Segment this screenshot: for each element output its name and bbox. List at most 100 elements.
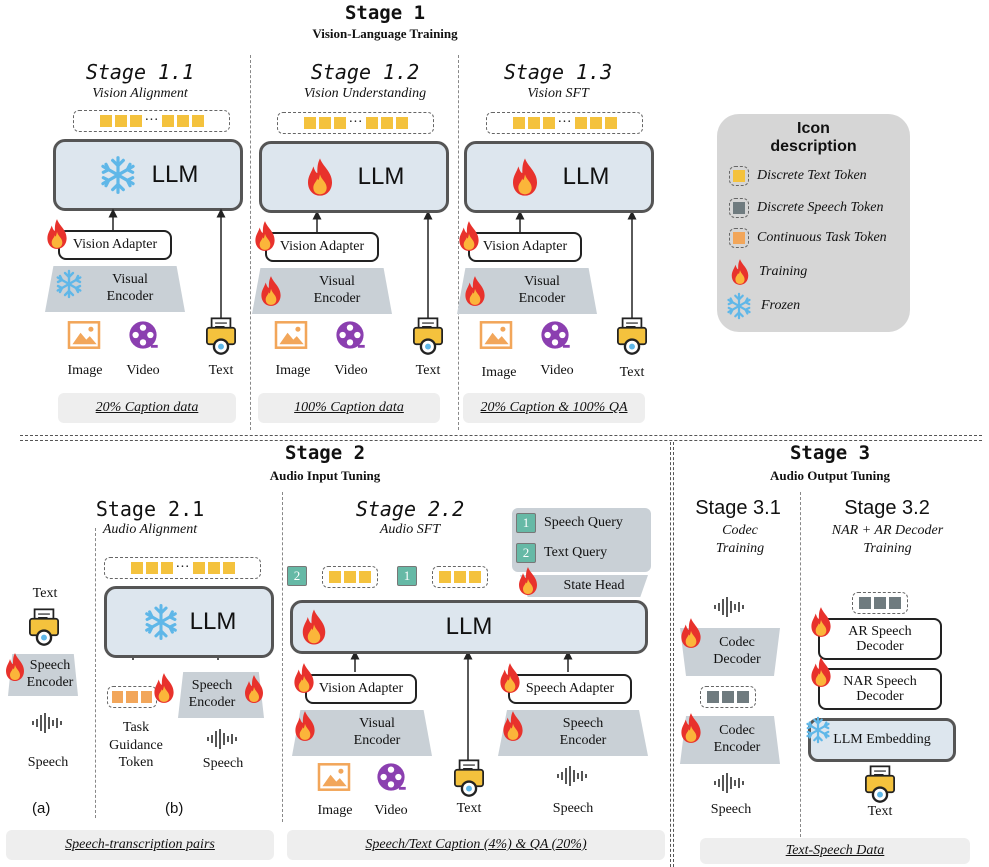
stage1-title: Stage 1 <box>344 2 426 24</box>
speech-wave-icon <box>555 765 591 787</box>
stage3-subtitle: Audio Output Tuning <box>770 468 890 483</box>
flame-icon <box>299 608 329 646</box>
llm-block: LLM <box>259 141 449 213</box>
image-label: Image <box>275 363 311 378</box>
llm-label: LLM <box>151 161 199 188</box>
stage31-title: Stage 3.1 <box>695 497 781 519</box>
query-2-badge: 2 <box>287 566 307 586</box>
llm-block: LLM <box>464 141 654 213</box>
flame-icon <box>258 275 284 307</box>
stage11-desc: Vision Alignment <box>92 86 188 101</box>
divider <box>670 442 674 867</box>
legend-title: Icon description <box>770 120 857 156</box>
video-label: Video <box>334 363 368 378</box>
flame-icon <box>3 652 27 682</box>
stage13-desc: Vision SFT <box>527 86 589 101</box>
divider <box>95 528 96 818</box>
image-icon <box>316 762 352 792</box>
flame-icon <box>291 662 317 694</box>
stage1-subtitle: Vision-Language Training <box>312 26 458 41</box>
text-icon <box>451 758 487 798</box>
video-icon <box>333 318 367 352</box>
icon-legend: Icon description Discrete Text Token Dis… <box>717 114 910 332</box>
divider <box>458 55 459 430</box>
flame-icon <box>497 662 523 694</box>
image-icon <box>66 320 102 350</box>
text-icon <box>614 316 650 356</box>
image-label: Image <box>317 803 353 818</box>
stage2-subtitle: Audio Input Tuning <box>269 468 381 483</box>
legend-frozen: Frozen <box>725 292 800 320</box>
stage2-title: Stage 2 <box>284 442 366 464</box>
legend-text-token: Discrete Text Token <box>729 166 867 186</box>
llm-block: LLM <box>104 586 274 658</box>
stage32-title: Stage 3.2 <box>844 497 930 519</box>
text-label: Text <box>456 801 482 816</box>
llm-label: LLM <box>357 163 405 190</box>
stage13-data: 20% Caption & 100% QA <box>463 393 645 423</box>
flame-icon <box>808 656 834 688</box>
video-label: Video <box>374 803 408 818</box>
task-token-row <box>107 686 157 708</box>
stage11-data: 20% Caption data <box>58 393 236 423</box>
divider <box>282 492 283 822</box>
codec-decoder: Codec Decoder <box>680 628 780 676</box>
speech-label: Speech <box>552 801 594 816</box>
flame-icon <box>516 566 540 596</box>
legend-task-token: Continuous Task Token <box>729 228 887 248</box>
text-label: Text <box>32 586 58 601</box>
divider <box>800 492 801 837</box>
image-label: Image <box>481 365 517 380</box>
stage32-data: Text-Speech Data <box>700 838 970 864</box>
speech-token-row <box>852 592 908 614</box>
snowflake-icon <box>54 269 84 299</box>
speech-wave-icon <box>712 772 748 794</box>
ellipsis: ··· <box>175 560 190 575</box>
text-label: Text <box>415 363 441 378</box>
text-label: Text <box>619 365 645 380</box>
ellipsis: ··· <box>557 115 572 130</box>
ellipsis: ··· <box>144 113 159 128</box>
speech-encoder: Speech Encoder <box>498 710 648 756</box>
stage12-desc: Vision Understanding <box>303 86 427 101</box>
llm-block: LLM <box>53 139 243 211</box>
text-token-row: ··· <box>486 112 643 134</box>
stage21-title: Stage 2.1 <box>95 497 205 521</box>
stage22-desc: Audio SFT <box>379 522 441 537</box>
llm-block: LLM <box>290 600 648 654</box>
flame-icon <box>44 218 70 250</box>
stage22-data: Speech/Text Caption (4%) & QA (20%) <box>287 830 665 860</box>
text-token-row: ··· <box>73 110 230 132</box>
flame-icon <box>678 617 704 649</box>
stage12-data: 100% Caption data <box>258 393 440 423</box>
query-1-badge: 1 <box>397 566 417 586</box>
flame-icon <box>500 710 526 742</box>
text-label: Text <box>208 363 234 378</box>
flame-icon <box>252 220 278 252</box>
text-token-row: ··· <box>104 557 261 579</box>
ellipsis: ··· <box>348 115 363 130</box>
speech-label: Speech <box>202 756 244 771</box>
vision-adapter: Vision Adapter <box>58 230 172 260</box>
text-icon <box>410 316 446 356</box>
flame-icon <box>509 157 541 197</box>
snowflake-icon <box>725 292 753 320</box>
llm-label: LLM <box>189 608 237 635</box>
task-guidance-label: Task Guidance Token <box>109 720 163 770</box>
ar-speech-decoder: AR Speech Decoder <box>818 618 942 660</box>
llm-embedding: LLM Embedding <box>808 718 956 762</box>
video-icon <box>126 318 160 352</box>
stage21-desc: Audio Alignment <box>102 522 198 537</box>
image-icon <box>273 320 309 350</box>
text-label: Text <box>867 804 893 819</box>
query-1-badge: 1 <box>516 513 536 533</box>
video-icon <box>374 760 408 794</box>
text-token-row <box>432 566 488 588</box>
flame-icon <box>456 220 482 252</box>
speech-label: Speech <box>710 802 752 817</box>
panel-b-label: (b) <box>165 800 184 817</box>
llm-label: LLM <box>445 613 493 640</box>
flame-icon <box>729 258 751 286</box>
